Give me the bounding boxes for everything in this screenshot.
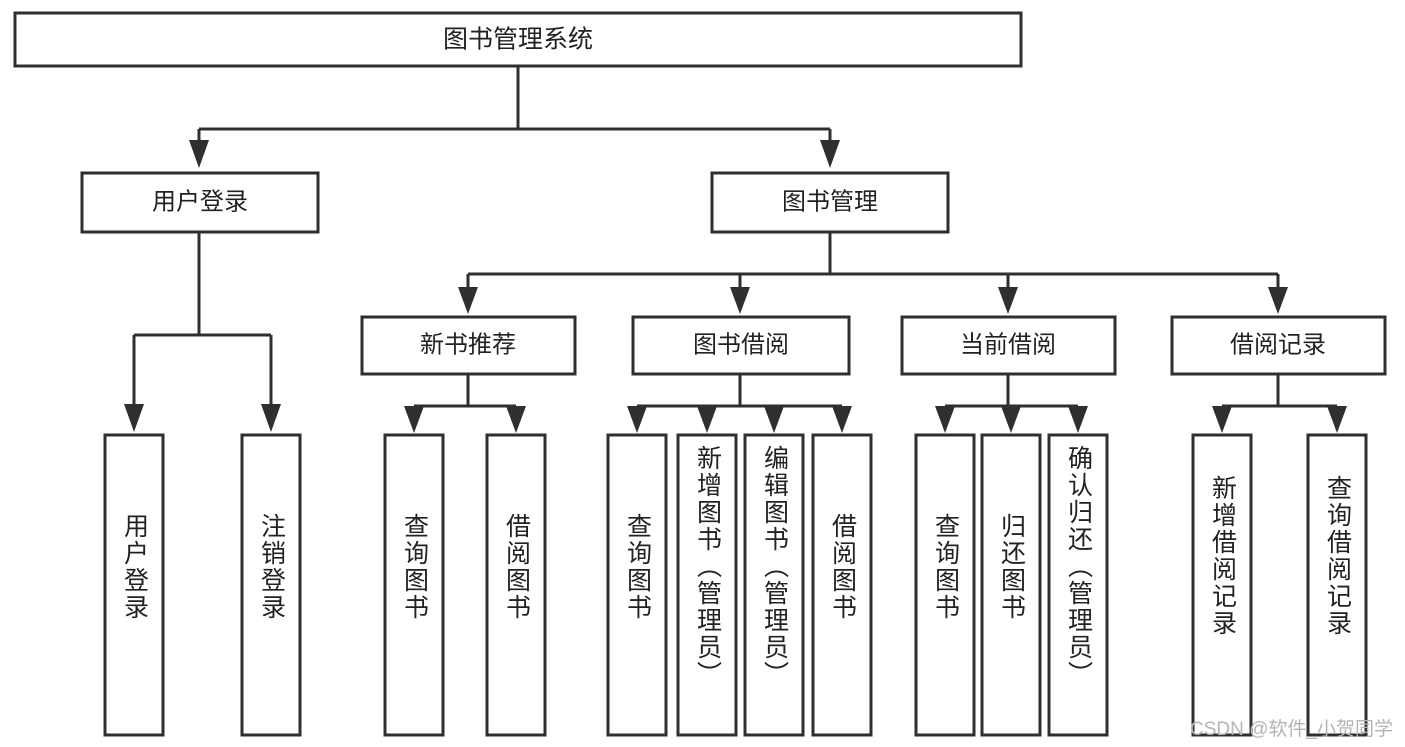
arrow-head-leaf-newbook-0 bbox=[404, 406, 424, 433]
arrow-head-leaf-borrowrec-1 bbox=[1327, 406, 1347, 433]
arrow-head-leaf-borrowrec-0 bbox=[1212, 406, 1232, 433]
arrow-head-leaf-user-login-0 bbox=[124, 404, 144, 432]
arrow-head-leaf-user-login-1 bbox=[261, 404, 281, 432]
arrow-head-leaf-bookborrow-1 bbox=[697, 406, 717, 433]
connector-group-current-borrow bbox=[935, 375, 1088, 433]
arrow-head-book-manage bbox=[820, 140, 840, 168]
leaf-box-book-borrow-0[interactable] bbox=[606, 433, 668, 737]
arrow-head-new-book bbox=[458, 287, 478, 314]
leaf-box-borrow-record-0[interactable] bbox=[1191, 433, 1253, 737]
node-borrow-record-label: 借阅记录 bbox=[1230, 331, 1326, 358]
connector-group-borrow-records bbox=[1212, 375, 1347, 433]
leaf-box-user-login-0[interactable] bbox=[103, 433, 165, 737]
arrow-head-leaf-bookborrow-0 bbox=[627, 406, 647, 433]
leaf-box-book-borrow-1[interactable] bbox=[676, 433, 738, 737]
connector-group-user-login bbox=[124, 232, 281, 432]
connector-group-book-borrow bbox=[627, 375, 852, 433]
leaf-box-new-book-0[interactable] bbox=[383, 433, 445, 737]
node-root-box[interactable] bbox=[13, 11, 1023, 68]
arrow-head-leaf-currentborrow-1 bbox=[1001, 406, 1021, 433]
node-book-manage-box[interactable] bbox=[710, 171, 950, 234]
leaf-box-current-borrow-0[interactable] bbox=[914, 433, 976, 737]
connector-group-book-manage bbox=[458, 232, 1288, 314]
arrow-head-leaf-currentborrow-2 bbox=[1068, 406, 1088, 433]
node-borrow-record-box[interactable] bbox=[1170, 315, 1387, 376]
arrow-head-leaf-bookborrow-3 bbox=[832, 406, 852, 433]
leaf-box-current-borrow-1[interactable] bbox=[980, 433, 1042, 737]
connector-group-new-book bbox=[404, 375, 526, 433]
leaf-box-current-borrow-2[interactable] bbox=[1047, 433, 1109, 737]
arrow-head-user-login bbox=[189, 140, 209, 168]
leaf-box-book-borrow-2[interactable] bbox=[743, 433, 805, 737]
node-current-borrow-label: 当前借阅 bbox=[960, 331, 1056, 358]
node-book-manage-label: 图书管理 bbox=[782, 188, 878, 215]
arrow-head-leaf-currentborrow-0 bbox=[935, 406, 955, 433]
arrow-head-leaf-newbook-1 bbox=[506, 406, 526, 433]
leaf-box-new-book-1[interactable] bbox=[485, 433, 547, 737]
arrow-head-current-borrow bbox=[998, 287, 1018, 314]
node-user-login-label: 用户登录 bbox=[152, 188, 248, 215]
node-book-borrow-box[interactable] bbox=[631, 315, 851, 376]
node-root-label: 图书管理系统 bbox=[443, 26, 593, 54]
node-user-login-box[interactable] bbox=[80, 171, 320, 234]
leaf-box-user-login-1[interactable] bbox=[240, 433, 302, 737]
node-new-book-label: 新书推荐 bbox=[420, 331, 516, 358]
arrow-head-book-borrow bbox=[730, 287, 750, 314]
node-new-book-box[interactable] bbox=[360, 315, 577, 376]
arrow-head-leaf-bookborrow-2 bbox=[764, 406, 784, 433]
node-current-borrow-box[interactable] bbox=[900, 315, 1117, 376]
node-book-borrow-label: 图书借阅 bbox=[693, 331, 789, 358]
connector-group-root bbox=[189, 66, 840, 168]
leaf-box-borrow-record-1[interactable] bbox=[1306, 433, 1368, 737]
arrow-head-borrow-record bbox=[1268, 287, 1288, 314]
leaf-box-book-borrow-3[interactable] bbox=[811, 433, 873, 737]
